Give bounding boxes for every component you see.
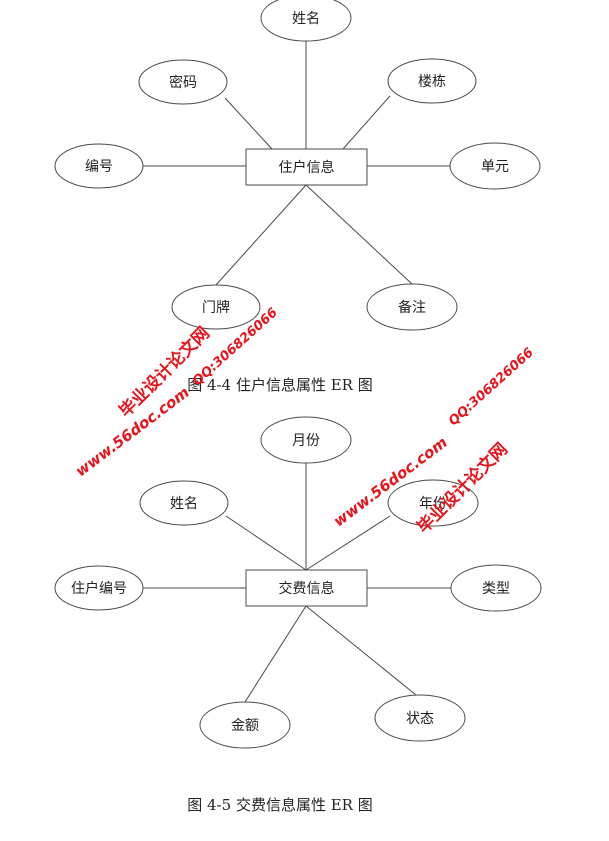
- attribute-label: 状态: [406, 711, 434, 727]
- attribute-label: 备注: [398, 299, 426, 316]
- attribute-ellipse: [139, 480, 229, 526]
- connector-line: [305, 184, 413, 285]
- attribute-label: 姓名: [170, 496, 198, 512]
- entity-box: [245, 148, 368, 186]
- connector-line: [215, 184, 307, 286]
- attribute-label: 楼栋: [418, 73, 446, 90]
- attribute-ellipse: [366, 283, 458, 331]
- connector-line: [305, 515, 391, 571]
- attribute-label: 年份: [419, 496, 447, 512]
- attribute-ellipse: [54, 565, 144, 611]
- connector-line: [244, 605, 307, 703]
- attribute-label: 金额: [231, 718, 259, 734]
- attribute-ellipse: [260, 0, 352, 42]
- attribute-label: 编号: [85, 159, 113, 175]
- attribute-label: 类型: [482, 581, 510, 597]
- attribute-label: 住户编号: [71, 580, 127, 597]
- attribute-ellipse: [199, 701, 291, 749]
- figure-caption-4-5: 图 4-5 交费信息属性 ER 图: [187, 796, 373, 814]
- attribute-ellipse: [138, 59, 228, 105]
- attribute-ellipse: [449, 142, 541, 190]
- connector-line: [225, 515, 307, 571]
- attribute-ellipse: [260, 416, 352, 464]
- connector-line: [224, 97, 273, 150]
- entity-box: [245, 569, 368, 607]
- attribute-ellipse: [374, 694, 466, 742]
- attribute-label: 单元: [481, 159, 509, 175]
- attribute-ellipse: [54, 143, 144, 189]
- attribute-ellipse: [387, 479, 479, 527]
- entity-label: 交费信息: [279, 580, 335, 597]
- entity-label: 住户信息: [279, 159, 335, 176]
- connector-line: [305, 605, 417, 696]
- attribute-label: 姓名: [292, 11, 320, 27]
- figure-caption-4-4: 图 4-4 住户信息属性 ER 图: [187, 376, 373, 394]
- attribute-label: 月份: [292, 433, 320, 449]
- connector-line: [342, 95, 391, 150]
- attribute-label: 密码: [169, 74, 197, 91]
- attribute-label: 门牌: [202, 299, 230, 316]
- attribute-ellipse: [387, 58, 477, 104]
- attribute-ellipse: [450, 564, 542, 612]
- attribute-ellipse: [171, 284, 261, 330]
